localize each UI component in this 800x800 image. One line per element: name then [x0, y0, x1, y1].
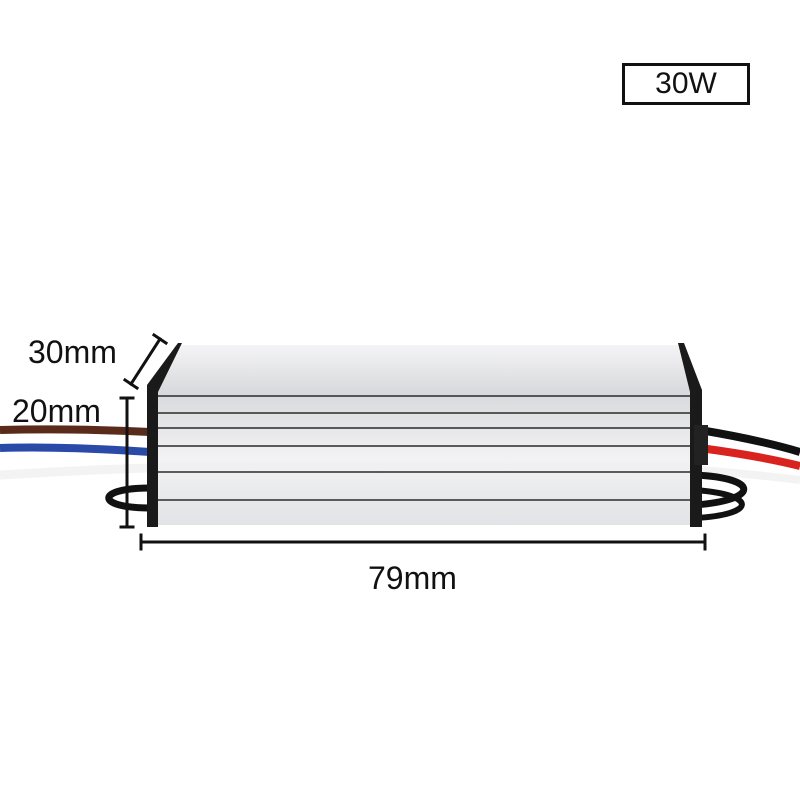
wire-white — [0, 463, 151, 480]
output-wires — [694, 426, 800, 521]
mounting-loop-left — [105, 484, 151, 512]
mounting-loop-right — [694, 471, 747, 509]
end-cap-left — [147, 343, 182, 527]
right-grommet — [694, 425, 708, 465]
casing-grooves — [155, 395, 690, 501]
end-cap-right — [678, 343, 702, 527]
dimension-lines — [119, 332, 707, 551]
casing-front — [155, 392, 690, 525]
mounting-loop-right-2 — [694, 487, 745, 521]
wire-red — [699, 444, 800, 470]
depth-line — [128, 336, 163, 387]
input-wires — [0, 425, 151, 512]
wire-blue — [0, 443, 151, 456]
wire-brown — [0, 425, 151, 436]
casing-top — [155, 345, 690, 392]
height-label: 20mm — [12, 393, 101, 429]
width-label: 79mm — [368, 560, 457, 596]
power-rating-badge: 30W — [622, 63, 750, 105]
wire-white-right — [699, 466, 800, 484]
wire-black — [699, 426, 800, 456]
aluminum-casing — [147, 343, 708, 527]
depth-label: 30mm — [28, 334, 117, 370]
